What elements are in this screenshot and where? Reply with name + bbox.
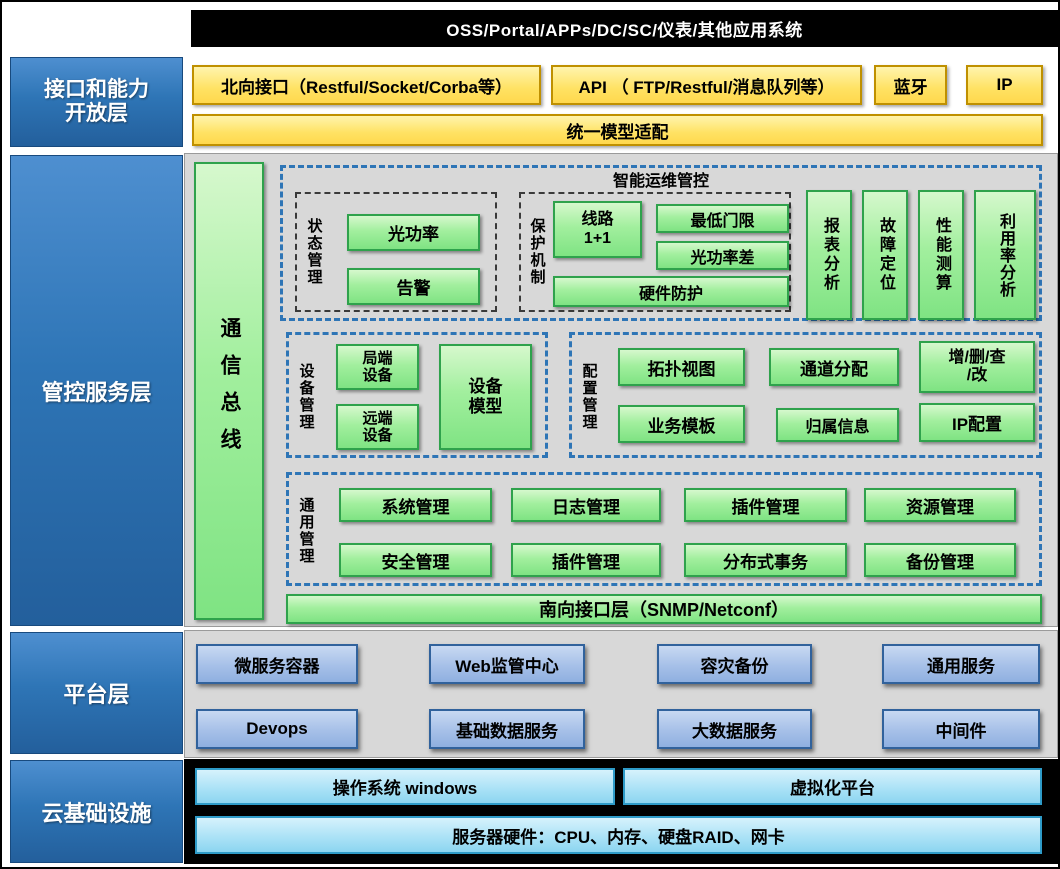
device-model-box: 设备 模型 (439, 344, 532, 450)
protection-group-label-wrap: 保护机制 (524, 200, 550, 304)
common-service-box: 通用服务 (882, 644, 1040, 684)
fault-location-box: 故障定位 (862, 190, 908, 320)
distributed-tx-box: 分布式事务 (684, 543, 847, 577)
channel-alloc-box: 通道分配 (769, 348, 899, 386)
sidebar-platform-layer: 平台层 (10, 632, 183, 754)
local-device-box: 局端 设备 (336, 344, 419, 390)
sidebar-control-layer: 管控服务层 (10, 155, 183, 626)
common-group-label: 通用管理 (297, 497, 315, 565)
remote-device-box: 远端 设备 (336, 404, 419, 450)
backup-mgmt-box: 备份管理 (864, 543, 1016, 577)
plugin-mgmt-box: 插件管理 (684, 488, 847, 522)
device-group-label-wrap: 设备管理 (293, 343, 319, 451)
min-threshold-box: 最低门限 (656, 204, 789, 233)
crud-box: 增/删/查 /改 (919, 341, 1035, 393)
north-interface-box: 北向接口（Restful/Socket/Corba等） (192, 65, 541, 105)
unified-model-bar: 统一模型适配 (192, 114, 1043, 146)
service-template-box: 业务模板 (618, 405, 745, 443)
ip-box: IP (966, 65, 1043, 105)
common-group-label-wrap: 通用管理 (293, 481, 319, 581)
comm-bus-box: 通信总线 (194, 162, 264, 620)
control-layer-panel: 通信总线 智能运维管控 状态管理 光功率 告警 保护机制 线路 1+1 最低门限… (184, 153, 1058, 627)
security-mgmt-box: 安全管理 (339, 543, 492, 577)
report-analysis-box: 报表分析 (806, 190, 852, 320)
line-1plus1-box: 线路 1+1 (553, 201, 642, 258)
status-group-label: 状态管理 (305, 218, 323, 286)
perf-calc-box: 性能测算 (918, 190, 964, 320)
config-group-label: 配置管理 (580, 363, 598, 431)
devops-box: Devops (196, 709, 358, 749)
middleware-box: 中间件 (882, 709, 1040, 749)
protection-group-label: 保护机制 (528, 218, 546, 286)
config-group: 配置管理 拓扑视图 通道分配 增/删/查 /改 业务模板 归属信息 IP配置 (569, 332, 1042, 458)
sidebar-cloud-layer: 云基础设施 (10, 760, 183, 863)
status-group-label-wrap: 状态管理 (301, 200, 327, 304)
ip-config-box: IP配置 (919, 403, 1035, 442)
cloud-layer-panel: 操作系统 windows 虚拟化平台 服务器硬件：CPU、内存、硬盘RAID、网… (184, 759, 1058, 864)
virtualization-box: 虚拟化平台 (623, 768, 1042, 805)
topology-box: 拓扑视图 (618, 348, 745, 386)
log-mgmt-box: 日志管理 (511, 488, 661, 522)
bigdata-box: 大数据服务 (657, 709, 812, 749)
system-mgmt-box: 系统管理 (339, 488, 492, 522)
smart-ops-title: 智能运维管控 (612, 173, 709, 190)
status-group: 状态管理 光功率 告警 (295, 192, 497, 312)
top-apps-bar: OSS/Portal/APPs/DC/SC/仪表/其他应用系统 (191, 10, 1058, 47)
report-analysis-label: 报表分析 (821, 217, 838, 293)
power-diff-box: 光功率差 (656, 241, 789, 270)
config-group-label-wrap: 配置管理 (576, 343, 602, 451)
hw-protection-box: 硬件防护 (553, 276, 789, 307)
utilization-box: 利用率分析 (974, 190, 1036, 320)
ownership-box: 归属信息 (776, 408, 899, 442)
microservice-box: 微服务容器 (196, 644, 358, 684)
hardware-box: 服务器硬件：CPU、内存、硬盘RAID、网卡 (195, 816, 1042, 854)
perf-calc-label: 性能测算 (933, 217, 950, 293)
protection-group: 保护机制 线路 1+1 最低门限 光功率差 硬件防护 (519, 192, 791, 312)
disaster-recovery-box: 容灾备份 (657, 644, 812, 684)
south-interface-bar: 南向接口层（SNMP/Netconf） (286, 594, 1042, 624)
fault-location-label: 故障定位 (877, 217, 894, 293)
basic-data-box: 基础数据服务 (429, 709, 585, 749)
resource-mgmt-box: 资源管理 (864, 488, 1016, 522)
plugin-mgmt-box-2: 插件管理 (511, 543, 661, 577)
smart-ops-group: 智能运维管控 状态管理 光功率 告警 保护机制 线路 1+1 最低门限 光功率差… (280, 165, 1042, 321)
utilization-label: 利用率分析 (997, 212, 1014, 298)
os-box: 操作系统 windows (195, 768, 615, 805)
comm-bus-label: 通信总线 (218, 317, 241, 465)
bluetooth-box: 蓝牙 (874, 65, 947, 105)
optical-power-box: 光功率 (347, 214, 480, 251)
web-monitor-box: Web监管中心 (429, 644, 585, 684)
device-group-label: 设备管理 (297, 363, 315, 431)
device-group: 设备管理 局端 设备 远端 设备 设备 模型 (286, 332, 548, 458)
common-group: 通用管理 系统管理 日志管理 插件管理 资源管理 安全管理 插件管理 分布式事务… (286, 472, 1042, 586)
api-box: API （ FTP/Restful/消息队列等） (551, 65, 862, 105)
alarm-box: 告警 (347, 268, 480, 305)
sidebar-interface-layer: 接口和能力 开放层 (10, 57, 183, 147)
platform-layer-panel: 微服务容器 Web监管中心 容灾备份 通用服务 Devops 基础数据服务 大数… (184, 630, 1058, 758)
